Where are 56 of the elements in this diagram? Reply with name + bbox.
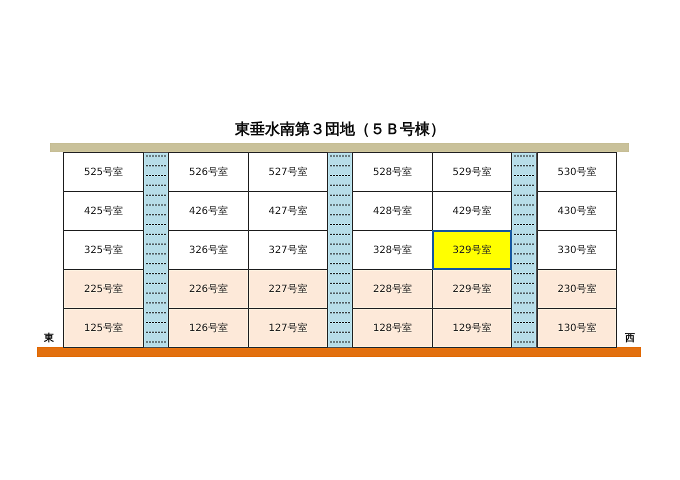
direction-label: 西 [625, 332, 635, 345]
room-box [63, 308, 144, 348]
room-box [537, 269, 617, 309]
room-box [352, 152, 433, 192]
room-box [537, 230, 617, 270]
room-box [248, 152, 328, 192]
room-box [168, 269, 249, 309]
room-number: 428号室 [372, 204, 412, 218]
room-box [63, 191, 144, 231]
room-number: 329号室 [452, 244, 492, 257]
room-box [168, 152, 249, 192]
room-number: 328号室 [372, 244, 412, 257]
room-box [248, 269, 328, 309]
room-number: 429号室 [452, 204, 492, 218]
room-box [63, 152, 144, 192]
room-number: 225号室 [84, 282, 124, 296]
room-number: 126号室 [188, 322, 228, 335]
room-number: 129号室 [452, 322, 492, 335]
room-box [63, 269, 144, 309]
room-box [537, 191, 617, 231]
room-box [432, 230, 512, 270]
room-box [537, 308, 617, 348]
room-number: 229号室 [452, 282, 492, 296]
room-number: 430号室 [557, 204, 597, 218]
direction-label: 東 [44, 332, 54, 345]
room-number: 228号室 [372, 282, 412, 296]
room-box [432, 308, 512, 348]
room-box [63, 230, 144, 270]
room-box [248, 308, 328, 348]
room-box [537, 152, 617, 192]
room-number: 325号室 [84, 244, 124, 257]
room-number: 530号室 [557, 166, 597, 179]
room-number: 230号室 [557, 282, 597, 296]
room-number: 426号室 [188, 204, 228, 218]
room-number: 326号室 [188, 244, 228, 257]
room-number: 227号室 [268, 282, 308, 296]
room-box [352, 269, 433, 309]
room-box [352, 308, 433, 348]
room-number: 527号室 [268, 166, 308, 179]
room-number: 529号室 [452, 166, 492, 179]
room-number: 526号室 [188, 166, 228, 179]
room-number: 226号室 [188, 282, 228, 296]
room-number: 528号室 [372, 166, 412, 179]
room-number: 128号室 [372, 322, 412, 335]
title: 東垂水南第３団地（５Ｂ号棟） [234, 120, 446, 139]
room-box [432, 269, 512, 309]
room-number: 425号室 [84, 204, 124, 218]
room-number: 427号室 [268, 204, 308, 218]
room-number: 130号室 [557, 322, 597, 335]
room-box [168, 308, 249, 348]
room-number: 525号室 [84, 166, 124, 179]
room-number: 125号室 [84, 322, 124, 335]
room-box [432, 152, 512, 192]
room-number: 330号室 [557, 244, 597, 257]
room-number: 127号室 [268, 322, 308, 335]
room-number: 327号室 [268, 244, 308, 257]
